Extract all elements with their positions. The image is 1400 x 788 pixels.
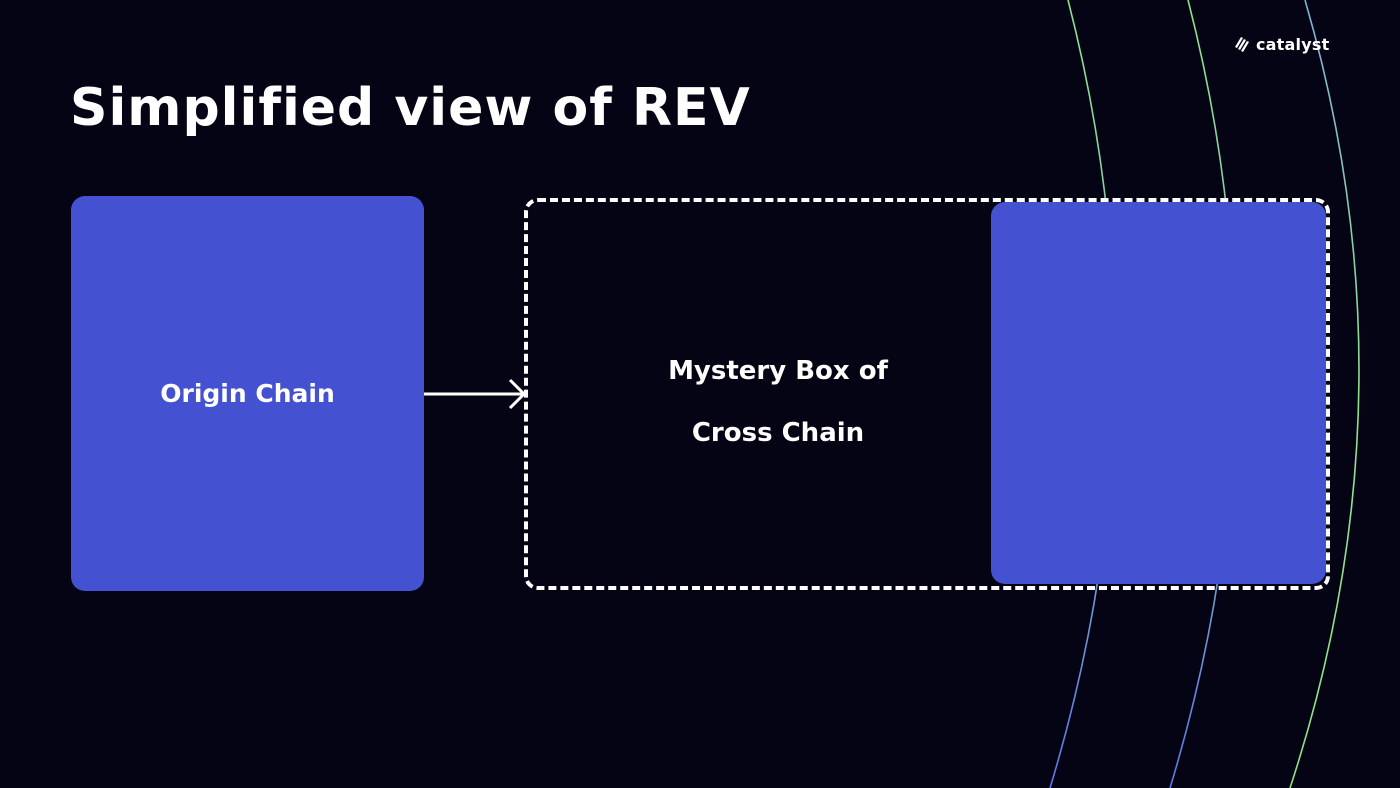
logo-text: catalyst [1256, 34, 1330, 54]
page-title: Simplified view of REV [70, 78, 751, 138]
flow-arrow [424, 378, 527, 410]
destination-chain-box [991, 202, 1326, 584]
mystery-box-frame [524, 198, 1330, 590]
mystery-label-line1: Mystery Box of [668, 356, 888, 386]
origin-chain-box: Origin Chain [71, 196, 424, 591]
mystery-box-label: Mystery Box of Cross Chain [620, 340, 936, 464]
origin-chain-label: Origin Chain [160, 379, 335, 408]
catalyst-logo-icon [1235, 37, 1249, 52]
catalyst-logo: catalyst [1232, 34, 1329, 54]
mystery-label-line2: Cross Chain [691, 418, 865, 448]
